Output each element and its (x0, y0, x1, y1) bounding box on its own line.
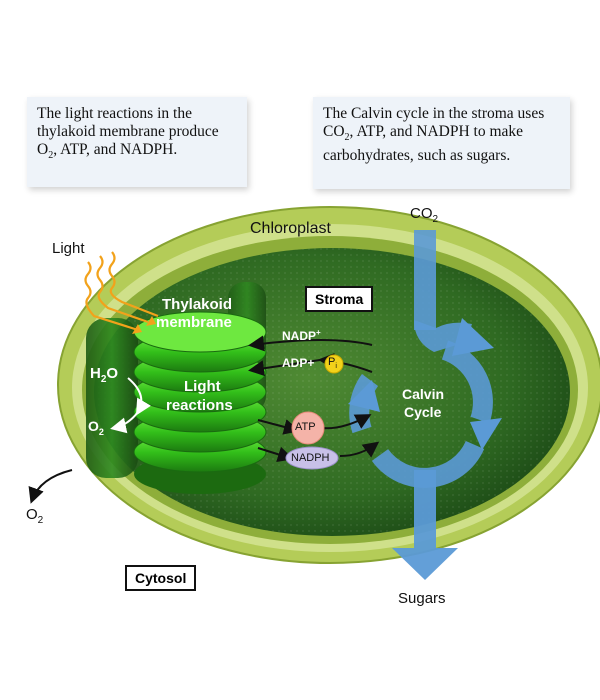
o2-outer-text: O (26, 506, 38, 523)
nadph-label: NADPH (291, 452, 330, 464)
light-reactions-label-line-2: reactions (166, 397, 233, 414)
co2-inflow-arrow (414, 230, 472, 352)
chloroplast-label: Chloroplast (250, 220, 331, 237)
atp-badge (291, 411, 325, 445)
light-reactions-callout: The light reactions in the thylakoid mem… (27, 97, 247, 187)
thylakoid-label-line-1: Thylakoid (162, 296, 233, 313)
h2o-text-h: H (90, 365, 101, 382)
thylakoid-stack (133, 311, 267, 494)
sugars-label: Sugars (398, 590, 446, 607)
o2-inner-text: O (88, 418, 99, 434)
water-split-arrows (110, 377, 151, 434)
callout-right-text-2: , ATP, and NADPH to make carbohydrates, … (323, 123, 524, 165)
o2-inner-subscript: 2 (98, 426, 104, 437)
callout-left-sub: 2 (48, 150, 54, 162)
light-label: Light (52, 240, 85, 257)
h2o-subscript: 2 (100, 374, 107, 385)
pi-text: P (328, 356, 336, 368)
co2-subscript: 2 (432, 214, 439, 225)
h2o-label: H2O (90, 365, 118, 385)
atp-label: ATP (295, 421, 316, 433)
calvin-cycle-label-line-1: Calvin (402, 386, 445, 402)
thylakoid-label-line-2: membrane (156, 314, 232, 331)
reaction-arrows (28, 335, 380, 504)
calvin-cycle-callout: The Calvin cycle in the stroma uses CO2,… (313, 97, 570, 189)
o2-outer-label: O2 (26, 506, 43, 526)
nadph-badge (285, 446, 339, 470)
o2-outer-subscript: 2 (37, 515, 44, 526)
light-reactions-label-line-1: Light (184, 378, 221, 395)
calvin-arrowhead-2 (470, 418, 502, 450)
pi-badge (324, 354, 344, 374)
calvin-arrowhead-1 (452, 318, 494, 356)
stroma-label: Stroma (305, 286, 374, 312)
pi-label: Pi (328, 356, 337, 370)
callout-left-text-2: , ATP, and NADPH. (53, 141, 178, 158)
callout-left-text-1: The light reactions in the thylakoid mem… (37, 105, 219, 158)
nadp-label: NADP+ (282, 328, 321, 343)
sugars-outflow-arrow (392, 470, 458, 580)
calvin-cycle-label-line-2: Cycle (404, 404, 442, 420)
co2-text: CO (410, 205, 433, 222)
light-arrowhead-1 (132, 324, 142, 334)
h2o-text-o: O (106, 365, 119, 382)
light-arrowhead-2 (146, 316, 156, 326)
o2-inner-label: O2 (88, 418, 104, 437)
cytosol-label: Cytosol (125, 565, 197, 591)
pi-subscript: i (335, 363, 337, 371)
light-rays (84, 251, 159, 332)
callout-right-text-1: The Calvin cycle in the stroma uses CO (323, 105, 545, 140)
adp-label: ADP+ (282, 356, 315, 370)
co2-label: CO2 (410, 205, 438, 225)
nadp-superscript: + (316, 328, 321, 337)
callout-right-sub: 2 (344, 132, 350, 144)
nadp-text: NADP (282, 329, 317, 343)
calvin-arrowhead-3 (348, 380, 380, 412)
